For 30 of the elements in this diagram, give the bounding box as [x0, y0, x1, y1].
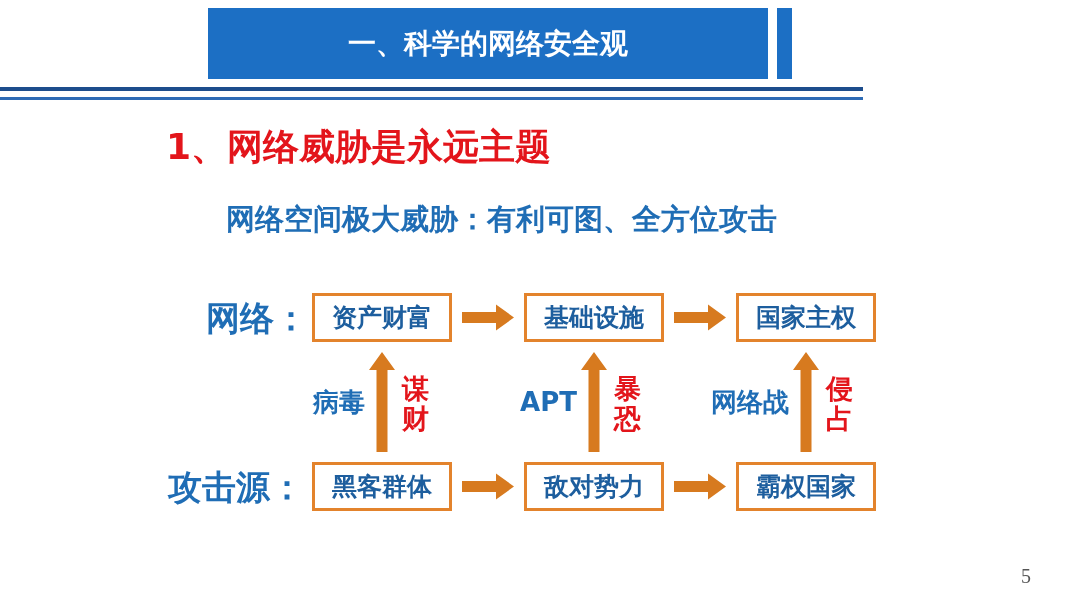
arrow: [674, 473, 726, 500]
edge-label: 病毒: [313, 389, 365, 415]
box-label: 黑客群体: [332, 474, 432, 499]
process-box: [312, 462, 452, 511]
box-label: 敌对势力: [544, 474, 644, 499]
arrow: [462, 473, 514, 500]
page-number: 5: [1021, 566, 1031, 586]
process-box: [524, 293, 664, 342]
box-label: 资产财富: [332, 305, 432, 330]
box-label: 霸权国家: [756, 474, 856, 499]
process-box: [736, 293, 876, 342]
arrow: [581, 352, 607, 452]
process-box: [524, 462, 664, 511]
title-text: 一、科学的网络安全观: [348, 29, 628, 58]
arrow: [793, 352, 819, 452]
section-heading: 1、网络威胁是永远主题: [166, 129, 552, 165]
subtitle-text: 网络空间极大威胁：有利可图、全方位攻击: [226, 205, 777, 234]
vertical-annotation: 暴恐: [614, 374, 641, 434]
arrow: [462, 304, 514, 331]
edge-label: 网络战: [711, 389, 789, 415]
row-label: 攻击源：: [168, 470, 304, 504]
arrow: [674, 304, 726, 331]
process-box: [312, 293, 452, 342]
vertical-annotation: 侵占: [826, 374, 853, 434]
process-box: [736, 462, 876, 511]
box-label: 基础设施: [544, 305, 644, 330]
arrow: [369, 352, 395, 452]
box-label: 国家主权: [756, 305, 856, 330]
row-label: 网络：: [206, 301, 308, 335]
vertical-annotation: 谋财: [402, 374, 429, 434]
